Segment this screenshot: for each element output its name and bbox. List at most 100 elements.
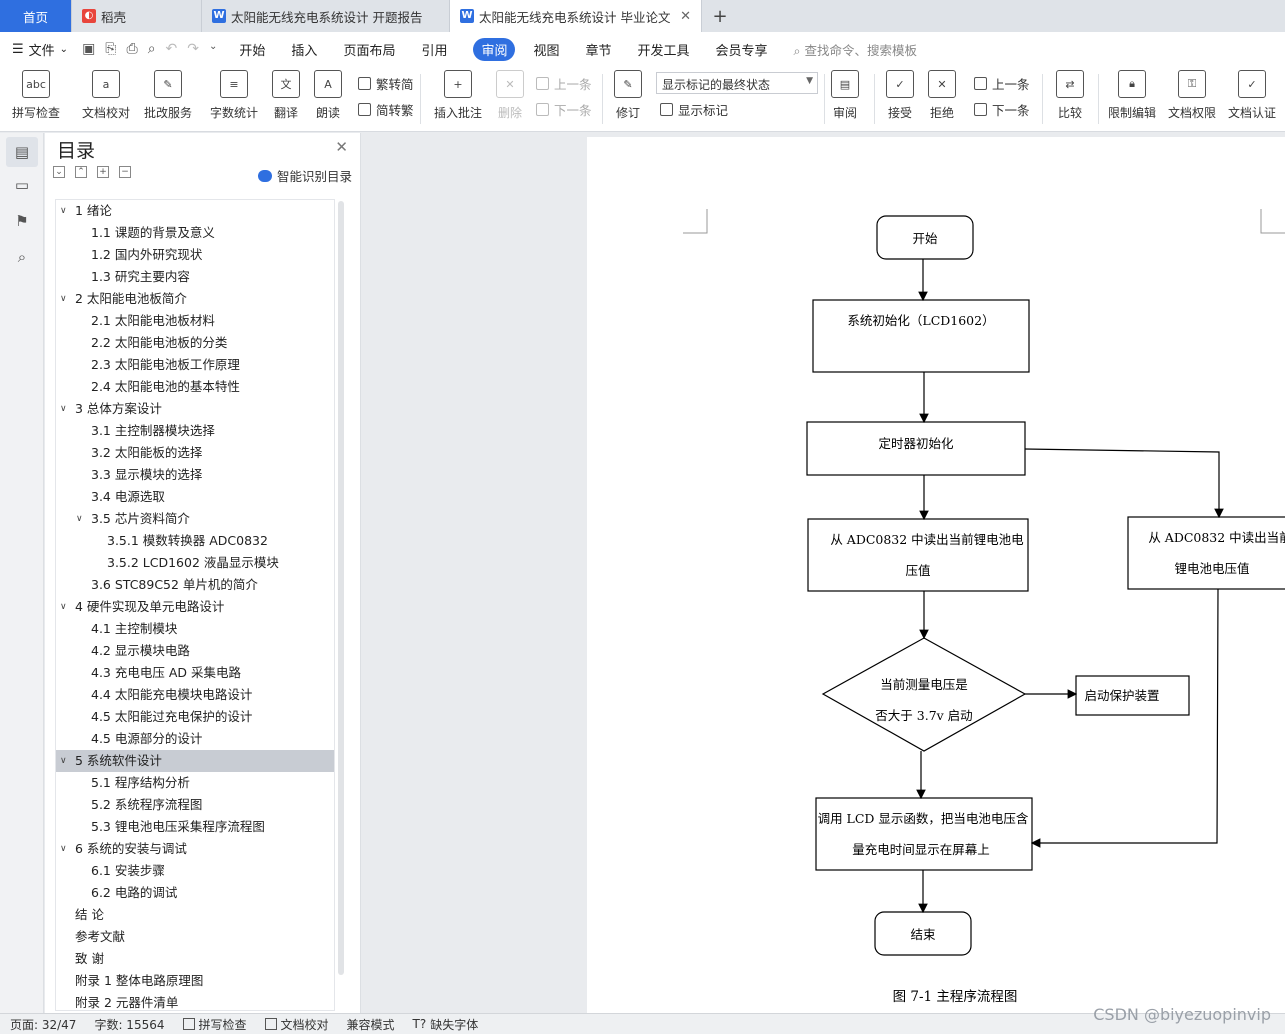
translate-button[interactable]: 文翻译 [254, 70, 318, 128]
smart-toc-button[interactable]: 智能识别目录 [257, 166, 352, 185]
collapse-down-icon[interactable]: ⌄ [53, 166, 65, 178]
toc-item[interactable]: 6.1 安装步骤 [56, 860, 334, 882]
toc-item[interactable]: 3.5.2 LCD1602 液晶显示模块 [56, 552, 334, 574]
toc-item[interactable]: ∨6 系统的安装与调试 [56, 838, 334, 860]
restrict-editing-button[interactable]: 🔒︎限制编辑 [1100, 70, 1164, 128]
toc-nav-icon[interactable]: ▤ [6, 137, 38, 167]
menu-view[interactable]: 视图 [533, 43, 560, 59]
toc-item[interactable]: 1.3 研究主要内容 [56, 266, 334, 288]
toc-item[interactable]: ∨2 太阳能电池板简介 [56, 288, 334, 310]
toc-item[interactable]: ∨5 系统软件设计 [56, 750, 334, 772]
toc-item[interactable]: 2.2 太阳能电池板的分类 [56, 332, 334, 354]
toc-item[interactable]: 3.3 显示模块的选择 [56, 464, 334, 486]
page-indicator[interactable]: 页面: 32/47 [10, 1017, 77, 1032]
chevron-down-icon[interactable]: ∨ [60, 206, 67, 216]
chevron-down-icon[interactable]: ∨ [76, 514, 83, 524]
search-icon[interactable]: ⌕ [17, 248, 27, 266]
markup-state-select[interactable]: 显示标记的最终状态▼ [656, 72, 818, 94]
delete-comment-button[interactable]: ✕删除 [478, 70, 542, 128]
toc-item[interactable]: 6.2 电路的调试 [56, 882, 334, 904]
prev-change-button[interactable]: 上一条 [974, 74, 1030, 93]
bookmark-icon[interactable]: ⚑ [15, 212, 29, 230]
accept-button[interactable]: ✓接受 [868, 70, 932, 128]
toc-scrollbar[interactable] [338, 201, 344, 975]
toc-item[interactable]: 1.1 课题的背景及意义 [56, 222, 334, 244]
menu-review[interactable]: 审阅 [473, 37, 516, 61]
menu-start[interactable]: 开始 [239, 43, 266, 59]
track-changes-button[interactable]: ✎修订 [596, 70, 660, 128]
compat-mode-indicator[interactable]: 兼容模式 [346, 1017, 395, 1032]
toc-item[interactable]: 附录 1 整体电路原理图 [56, 970, 334, 992]
redo-icon[interactable]: ↷ [187, 41, 200, 57]
chevron-down-icon[interactable]: ∨ [60, 756, 67, 766]
undo-icon[interactable]: ↶ [165, 41, 178, 57]
toc-item[interactable]: 3.2 太阳能板的选择 [56, 442, 334, 464]
missing-font-indicator[interactable]: T?缺失字体 [413, 1016, 479, 1033]
chevron-down-icon[interactable]: ∨ [60, 602, 67, 612]
toc-item[interactable]: 4.2 显示模块电路 [56, 640, 334, 662]
toc-item[interactable]: 3.4 电源选取 [56, 486, 334, 508]
correction-service-button[interactable]: ✎批改服务 [136, 70, 200, 128]
menu-references[interactable]: 引用 [421, 43, 448, 59]
print-preview-icon[interactable]: ⌕ [147, 41, 156, 57]
toc-item[interactable]: 结 论 [56, 904, 334, 926]
chevron-down-icon[interactable]: ∨ [60, 404, 67, 414]
toc-item[interactable]: 附录 2 元器件清单 [56, 992, 334, 1010]
file-menu[interactable]: ☰文件⌄ [12, 40, 68, 59]
print-icon[interactable]: ⎙ [126, 41, 138, 57]
close-icon[interactable]: ✕ [335, 138, 348, 156]
expand-all-icon[interactable]: + [97, 166, 109, 178]
review-pane-button[interactable]: ▤审阅 [813, 70, 877, 128]
tab-daoke[interactable]: ◐稻壳 [72, 0, 202, 32]
next-change-button[interactable]: 下一条 [974, 100, 1030, 119]
toc-item[interactable]: 致 谢 [56, 948, 334, 970]
toc-item[interactable]: 3.6 STC89C52 单片机的简介 [56, 574, 334, 596]
toc-item[interactable]: 参考文献 [56, 926, 334, 948]
close-tab-icon[interactable]: ✕ [680, 8, 691, 24]
toc-item[interactable]: 5.3 锂电池电压采集程序流程图 [56, 816, 334, 838]
word-count-button[interactable]: ≡字数统计 [202, 70, 266, 128]
chapter-nav-icon[interactable]: ▭ [14, 176, 30, 194]
document-permission-button[interactable]: ⚿文档权限 [1160, 70, 1224, 128]
toc-item[interactable]: 4.1 主控制模块 [56, 618, 334, 640]
word-count-indicator[interactable]: 字数: 15564 [94, 1017, 165, 1032]
toc-item[interactable]: 2.4 太阳能电池的基本特性 [56, 376, 334, 398]
export-icon[interactable]: ⎘ [105, 41, 117, 57]
next-comment-button[interactable]: 下一条 [536, 100, 592, 119]
toc-item[interactable]: 2.1 太阳能电池板材料 [56, 310, 334, 332]
toc-item[interactable]: 2.3 太阳能电池板工作原理 [56, 354, 334, 376]
chevron-down-icon[interactable]: ∨ [60, 844, 67, 854]
document-certify-button[interactable]: ✓文档认证 [1220, 70, 1284, 128]
toc-item[interactable]: ∨4 硬件实现及单元电路设计 [56, 596, 334, 618]
toc-item[interactable]: 5.2 系统程序流程图 [56, 794, 334, 816]
toc-item[interactable]: 3.1 主控制器模块选择 [56, 420, 334, 442]
command-search[interactable]: ⌕ 查找命令、搜索模板 [794, 40, 918, 59]
toc-item[interactable]: 4.5 电源部分的设计 [56, 728, 334, 750]
menu-member[interactable]: 会员专享 [715, 43, 768, 59]
save-icon[interactable]: ▣ [82, 41, 96, 57]
toc-item[interactable]: 4.5 太阳能过充电保护的设计 [56, 706, 334, 728]
toc-item[interactable]: ∨3.5 芯片资料简介 [56, 508, 334, 530]
compare-button[interactable]: ⇄比较 [1038, 70, 1102, 128]
toc-item[interactable]: 4.3 充电电压 AD 采集电路 [56, 662, 334, 684]
trad-to-simp-button[interactable]: 繁转简 [358, 74, 414, 93]
collapse-up-icon[interactable]: ⌃ [75, 166, 87, 178]
chevron-down-icon[interactable]: ∨ [60, 294, 67, 304]
reject-button[interactable]: ✕拒绝 [910, 70, 974, 128]
tab-home[interactable]: 首页 [0, 0, 72, 32]
toc-item[interactable]: 1.2 国内外研究现状 [56, 244, 334, 266]
prev-comment-button[interactable]: 上一条 [536, 74, 592, 93]
proofread-status[interactable]: 文档校对 [264, 1016, 329, 1033]
insert-comment-button[interactable]: +插入批注 [426, 70, 490, 128]
toc-item[interactable]: ∨1 绪论 [56, 200, 334, 222]
customize-icon[interactable]: ⌄ [209, 41, 218, 52]
menu-developer[interactable]: 开发工具 [637, 43, 690, 59]
show-markup-button[interactable]: 显示标记 [660, 100, 728, 119]
menu-page-layout[interactable]: 页面布局 [343, 43, 396, 59]
toc-item[interactable]: 5.1 程序结构分析 [56, 772, 334, 794]
